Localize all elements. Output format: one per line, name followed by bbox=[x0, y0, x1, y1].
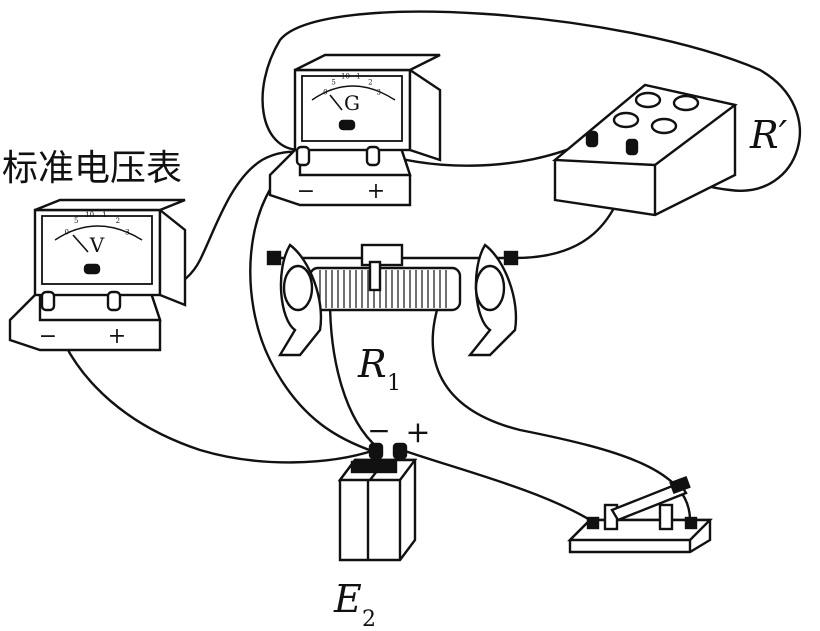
battery-plus-label: + bbox=[405, 415, 430, 450]
wire-battery-to-switch bbox=[400, 448, 592, 522]
standard-voltmeter bbox=[8, 198, 187, 352]
wire-galv-to-box bbox=[261, 10, 801, 192]
wire-galv-to-battery bbox=[249, 153, 377, 454]
galv-minus-label: − bbox=[297, 179, 315, 204]
galv-plus-label: + bbox=[367, 179, 385, 204]
galvanometer-tick-label: 1 bbox=[356, 73, 360, 81]
battery-subscript: 2 bbox=[362, 607, 376, 631]
voltmeter-tick-label: 10 bbox=[85, 211, 94, 219]
voltmeter-tick-label: 3 bbox=[125, 229, 129, 237]
galvanometer bbox=[268, 53, 442, 207]
volt-minus-label: − bbox=[39, 324, 57, 349]
galvanometer-tick-label: 5 bbox=[331, 78, 335, 86]
battery-label: E bbox=[333, 577, 362, 621]
voltmeter-letter: V bbox=[89, 233, 105, 257]
galvanometer-tick-label: 10 bbox=[341, 73, 350, 81]
resistance-box-label: R′ bbox=[749, 113, 788, 157]
voltmeter-tick-label: 2 bbox=[116, 217, 120, 225]
voltmeter-tick-label: 5 bbox=[74, 217, 78, 225]
galvanometer-tick-label: 0 bbox=[323, 88, 327, 96]
voltmeter-tick-label: 1 bbox=[102, 211, 106, 219]
volt-plus-label: + bbox=[108, 324, 126, 349]
galvanometer-tick-label: 2 bbox=[368, 78, 372, 86]
voltmeter-tick-label: 0 bbox=[64, 229, 68, 237]
knife-switch bbox=[567, 476, 713, 554]
resistance-box bbox=[551, 83, 738, 217]
rheostat bbox=[266, 243, 519, 357]
rheostat-subscript: 1 bbox=[387, 371, 401, 396]
wire-volt-to-battery bbox=[48, 298, 377, 464]
galvanometer-tick-label: 3 bbox=[376, 88, 380, 96]
battery bbox=[337, 442, 418, 562]
wire-rheostat-to-switch bbox=[431, 298, 692, 522]
standard-voltmeter-label: 标准电压表 bbox=[2, 148, 182, 189]
wire-slider-to-battery bbox=[328, 298, 380, 450]
rheostat-label: R bbox=[357, 342, 387, 386]
galvanometer-letter: G bbox=[344, 91, 360, 115]
battery-minus-label: − bbox=[367, 414, 390, 447]
